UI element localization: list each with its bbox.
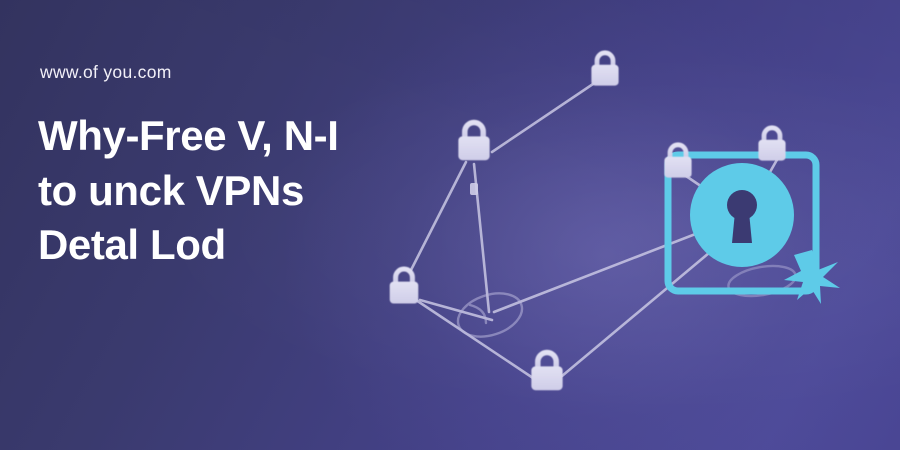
lock-bottom-icon	[531, 353, 562, 391]
headline-line-2: to unck VPNs	[38, 166, 304, 214]
orbit-ellipse-secondary	[727, 264, 797, 298]
lock-frame-top-icon	[758, 128, 785, 161]
orbit-ellipse	[456, 292, 524, 338]
link-left-bottom	[414, 298, 538, 382]
lock-upper-left-icon	[458, 123, 489, 161]
page-title: Why-Free V, N-I to unck VPNs Detal Lod	[38, 109, 428, 273]
lock-left-icon	[390, 269, 419, 303]
headline-line-3: Detal Lod	[38, 221, 226, 269]
link-upperleft-top	[490, 80, 598, 154]
link-left-orbit	[418, 298, 494, 322]
site-url: www.of you.com	[40, 62, 172, 82]
keyhole-icon	[727, 190, 757, 243]
headline-line-1: Why-Free V, N-I	[38, 112, 339, 159]
lock-frame-left-icon	[664, 145, 691, 178]
lock-top-icon	[591, 53, 618, 86]
keyhole-badge	[690, 163, 794, 267]
cyan-frame	[664, 151, 820, 295]
link-upperleft-left	[408, 160, 468, 274]
sparkle-icon	[784, 250, 840, 304]
link-connector-nub	[470, 183, 478, 195]
headline-block: www.of you.com Why-Free V, N-I to unck V…	[38, 62, 428, 273]
